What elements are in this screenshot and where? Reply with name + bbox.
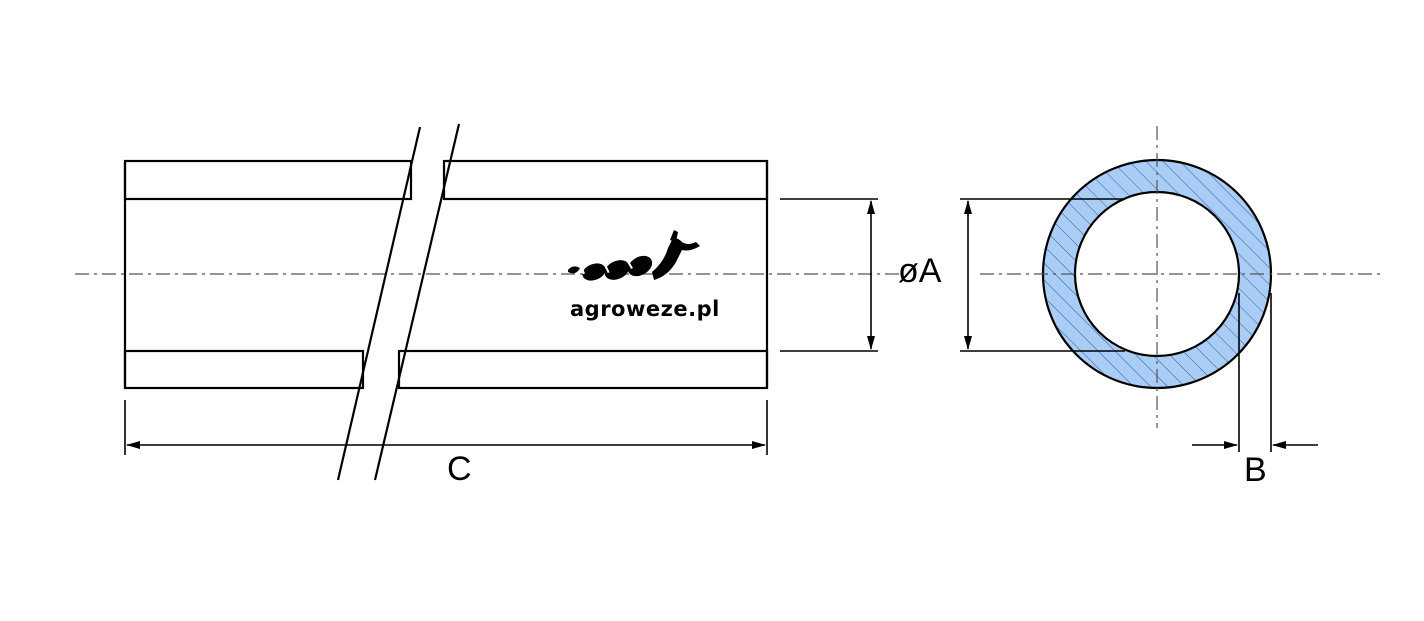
break-line-right <box>373 123 461 481</box>
diameter-label: øA <box>898 252 942 290</box>
side-view: C øA <box>75 123 942 488</box>
bottom-wall-left <box>123 349 365 390</box>
length-label: C <box>447 450 472 488</box>
top-wall-right <box>442 159 769 201</box>
brand-name: agroweze.pl <box>570 297 720 321</box>
end-view: B <box>960 126 1385 489</box>
top-wall-left <box>123 159 413 201</box>
bottom-wall-right <box>397 349 769 390</box>
brand-logo: agroweze.pl <box>568 230 720 321</box>
break-line-left <box>336 126 422 481</box>
wall-label: B <box>1244 451 1267 489</box>
logo-mark-icon <box>568 230 700 281</box>
